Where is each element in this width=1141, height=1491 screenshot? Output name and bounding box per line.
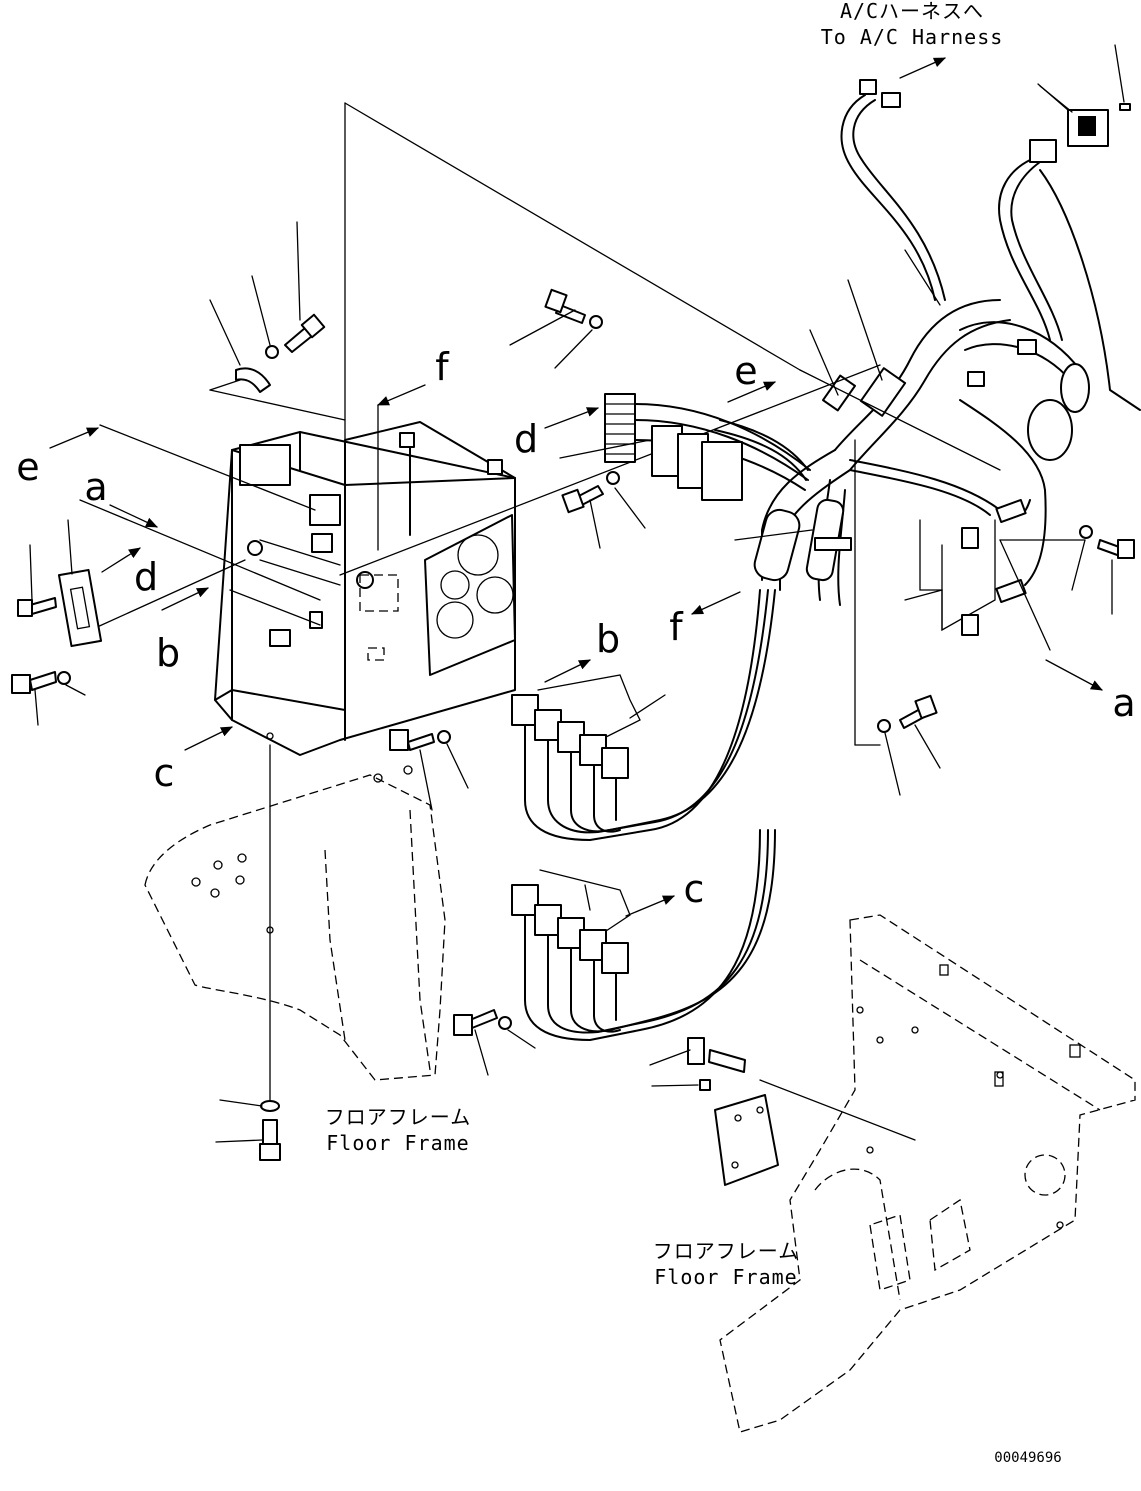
label-c-mid: c [684, 867, 705, 911]
relay-icon [701, 441, 743, 501]
control-box [214, 421, 516, 756]
washer-icon [260, 1100, 280, 1112]
floor-frame-caption-left-jp: フロアフレーム [325, 1105, 471, 1129]
arrow-icon [161, 587, 209, 611]
arrow-icon [109, 504, 158, 528]
arrow-icon [727, 381, 776, 403]
bolt-icon [407, 733, 435, 751]
relay-group-b [511, 589, 776, 841]
arrow-icon [1045, 659, 1103, 691]
drawing-number: 00049696 [994, 1450, 1061, 1466]
main-harness [753, 44, 1141, 606]
floor-frame-caption-right-en: Floor Frame [654, 1265, 797, 1289]
relay-icon [601, 747, 629, 779]
bolt-icon [389, 729, 409, 751]
washer-icon [699, 1079, 711, 1091]
arrow-icon [691, 591, 741, 615]
washer-icon [437, 730, 451, 744]
bolt-icon [262, 1119, 278, 1147]
bolt-icon [561, 488, 585, 514]
relays-top [651, 419, 809, 501]
arrow-icon [625, 895, 675, 917]
floor-frame-caption-right-jp: フロアフレーム [653, 1239, 799, 1263]
lower-bracket [649, 1037, 916, 1186]
bolt-icon [544, 288, 568, 314]
connector-icon [995, 578, 1027, 604]
bolt-icon [687, 1037, 705, 1065]
grommet [1060, 363, 1090, 413]
washer-icon [265, 345, 279, 359]
washer-icon [589, 315, 603, 329]
label-d-mid: d [514, 417, 538, 461]
bolt-icon [29, 671, 57, 691]
bolt-icon [300, 313, 326, 339]
floor-frame-caption-left: フロアフレーム Floor Frame [325, 1105, 471, 1155]
label-b-mid: b [596, 617, 620, 661]
washer-icon [877, 719, 891, 733]
connector-icon [881, 92, 901, 108]
bolt-icon [469, 1009, 498, 1029]
relay-icon [601, 942, 629, 974]
grommet [1027, 399, 1073, 461]
relay-group-c [511, 829, 776, 1041]
washer-icon [57, 671, 71, 685]
arrow-icon [377, 384, 426, 406]
arrow-icon [544, 407, 599, 429]
bolt-icon [1117, 539, 1135, 559]
connector-icon [604, 393, 636, 463]
floor-frame-caption-left-en: Floor Frame [326, 1131, 469, 1155]
arrow-icon [899, 57, 946, 79]
label-f-mid: f [669, 605, 684, 649]
bolt-icon [259, 1143, 281, 1161]
label-e-left: e [16, 445, 39, 489]
relay-icon [534, 904, 562, 936]
reference-lines [79, 102, 1086, 1101]
fasteners [11, 85, 1135, 1161]
label-c-left: c [154, 751, 175, 795]
label-d-left: d [134, 555, 158, 599]
arrow-icon [184, 726, 233, 751]
floor-frame-left [144, 765, 446, 1081]
washer-icon [606, 471, 620, 485]
arrow-icon [49, 427, 99, 449]
bolt-icon [29, 597, 57, 615]
relay-icon [511, 884, 539, 916]
bolt-icon [708, 1049, 746, 1073]
bolt-icon [11, 674, 31, 694]
connector-icon [1029, 139, 1057, 163]
floor-frame-right [719, 914, 1136, 1433]
washer-icon [1079, 525, 1093, 539]
label-f-top: f [435, 345, 450, 389]
clamp [235, 367, 271, 393]
connector-icon [859, 79, 877, 95]
ac-harness-caption: A/Cハーネスへ To A/C Harness [821, 0, 1004, 79]
ac-harness-caption-jp: A/Cハーネスへ [840, 0, 984, 23]
arrow-icon [544, 659, 591, 683]
reference-labels: e a d b c f d e f b c a [16, 345, 1136, 917]
bolt-icon [914, 694, 938, 720]
arrow-icon [101, 547, 141, 573]
label-b-left: b [156, 631, 180, 675]
floor-frame-caption-right: フロアフレーム Floor Frame [653, 1239, 799, 1289]
connector-plate [57, 568, 103, 648]
washer-icon [498, 1016, 512, 1030]
bolt-icon [17, 599, 33, 617]
label-a-left: a [84, 465, 107, 509]
ac-harness-caption-en: To A/C Harness [821, 25, 1004, 49]
connector-icon [995, 498, 1027, 524]
bolt-icon [453, 1014, 473, 1036]
bracket-plates [904, 519, 996, 636]
label-a-right: a [1112, 681, 1135, 725]
label-e-mid: e [734, 349, 757, 393]
